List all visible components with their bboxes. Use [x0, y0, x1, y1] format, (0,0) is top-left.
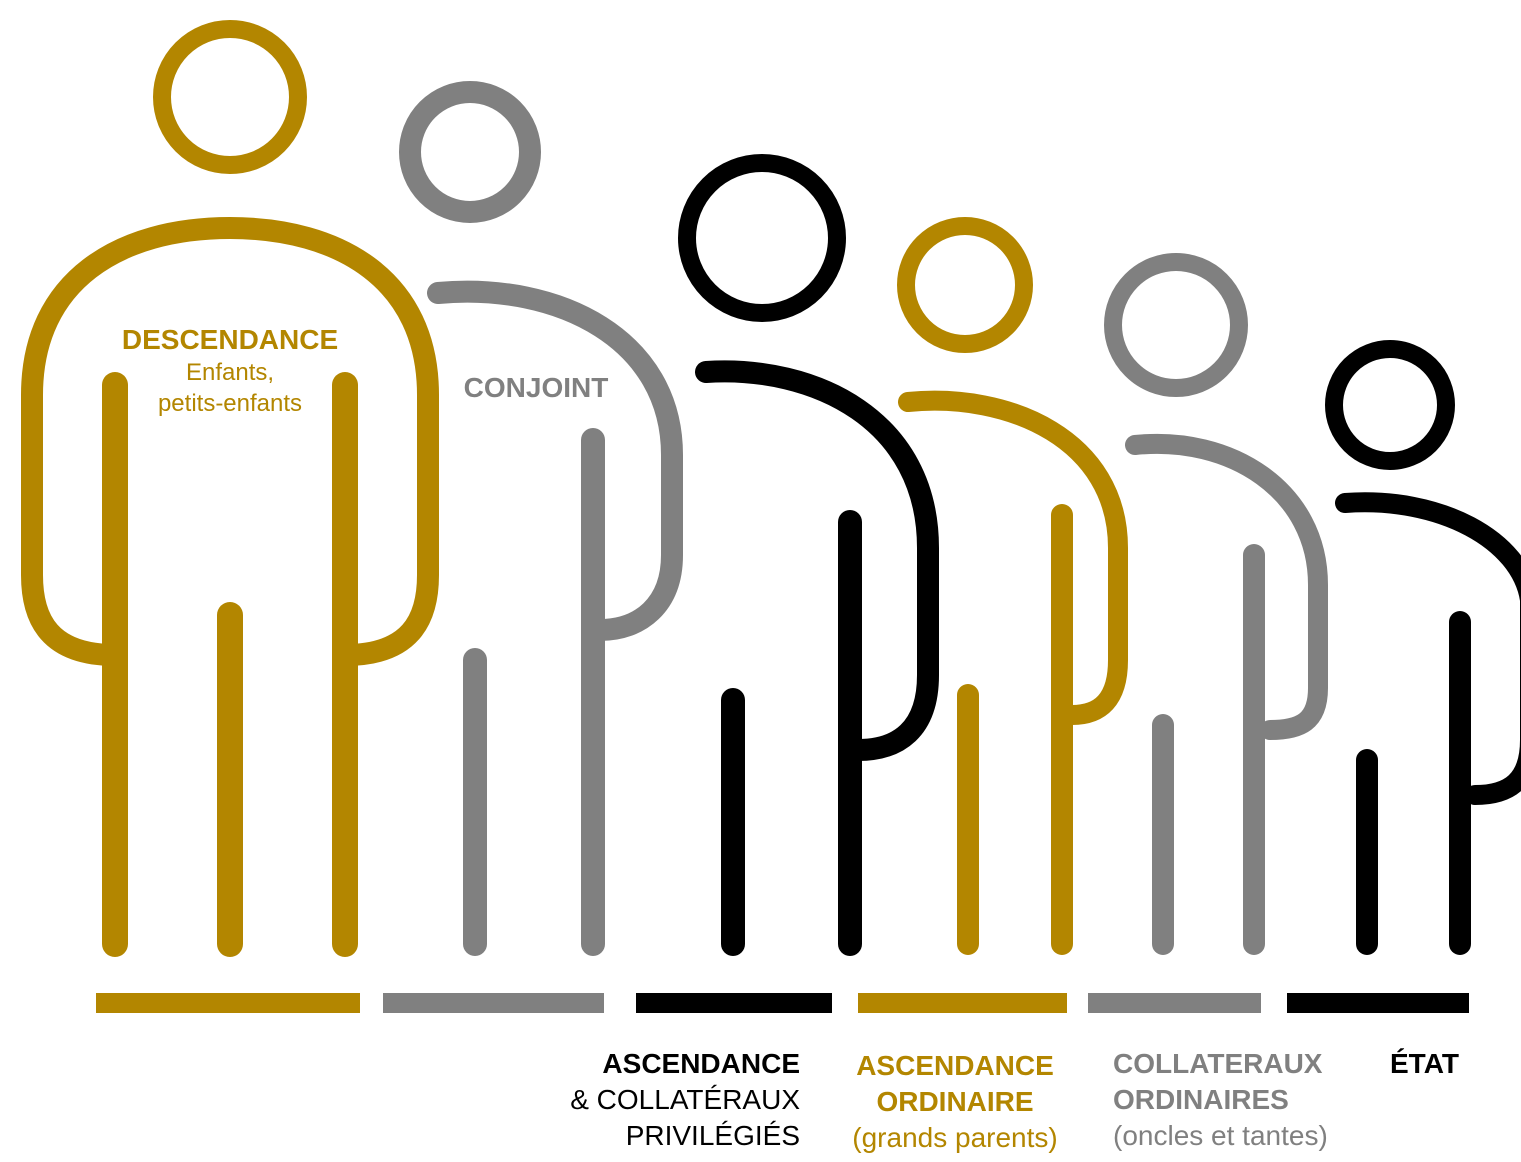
ascendance-privilegies-sub-line1: & COLLATÉRAUX: [570, 1083, 800, 1115]
collateraux-ordinaires-title-line2: ORDINAIRES: [1113, 1083, 1289, 1115]
conjoint-body-outline: [427, 280, 683, 641]
collateraux-ordinaires-sub: (oncles et tantes): [1113, 1119, 1328, 1151]
ascendance-privilegies-body-outline: [695, 360, 939, 761]
etat-ground-bar: [1287, 993, 1469, 1013]
descendance-figure: [21, 20, 439, 957]
descendance-title: DESCENDANCE: [121, 324, 339, 355]
descendance-sub-line2: petits-enfants: [157, 389, 303, 417]
collateraux-ordinaires-body-outline: [1125, 433, 1328, 740]
ascendance-ordinaire-title-line1: ASCENDANCE: [856, 1050, 1054, 1081]
descendance-body-outline: [21, 217, 439, 666]
conjoint-figure: [399, 81, 683, 956]
ascendance-privilegies-sub-line2: PRIVILÉGIÉS: [625, 1119, 800, 1151]
etat-title: ÉTAT: [1390, 1048, 1459, 1079]
descendance-label: DESCENDANCE Enfants, petits-enfants: [122, 322, 338, 419]
ascendance-ordinaire-body-outline: [898, 390, 1128, 725]
ascendance-privilegies-ground-bar: [636, 993, 832, 1013]
collateraux-ordinaires-head: [1104, 253, 1248, 397]
ascendance-ordinaire-label: ASCENDANCE ORDINAIRE (grands parents): [852, 1048, 1057, 1155]
conjoint-title: CONJOINT: [463, 372, 609, 403]
ascendance-ordinaire-ground-bar: [858, 993, 1067, 1013]
ascendance-privilegies-title: ASCENDANCE: [602, 1048, 800, 1079]
ascendance-ordinaire-sub: (grands parents): [852, 1121, 1058, 1153]
ascendance-privilegies-figure: [678, 154, 939, 956]
ascendance-ordinaire-head: [897, 217, 1033, 353]
ascendance-privilegies-head: [678, 154, 846, 322]
conjoint-head: [399, 81, 541, 223]
etat-label: ÉTAT: [1390, 1046, 1459, 1082]
etat-body-outline: [1335, 492, 1521, 805]
collateraux-ordinaires-ground-bar: [1088, 993, 1261, 1013]
etat-head: [1325, 340, 1455, 470]
collateraux-ordinaires-title-line1: COLLATERAUX: [1113, 1048, 1323, 1079]
conjoint-ground-bar: [383, 993, 604, 1013]
ascendance-ordinaire-figure: [897, 217, 1128, 955]
ground-bars: [96, 993, 1469, 1013]
ascendance-privilegies-label: ASCENDANCE & COLLATÉRAUX PRIVILÉGIÉS: [570, 1046, 800, 1153]
etat-figure: [1325, 340, 1521, 955]
descendance-sub-line1: Enfants,: [185, 358, 275, 386]
collateraux-ordinaires-label: COLLATERAUX ORDINAIRES (oncles et tantes…: [1113, 1046, 1328, 1153]
conjoint-label: CONJOINT: [464, 370, 609, 406]
descendance-head: [153, 20, 307, 174]
ascendance-ordinaire-title-line2: ORDINAIRE: [876, 1085, 1034, 1117]
collateraux-ordinaires-figure: [1104, 253, 1328, 955]
descendance-ground-bar: [96, 993, 360, 1013]
